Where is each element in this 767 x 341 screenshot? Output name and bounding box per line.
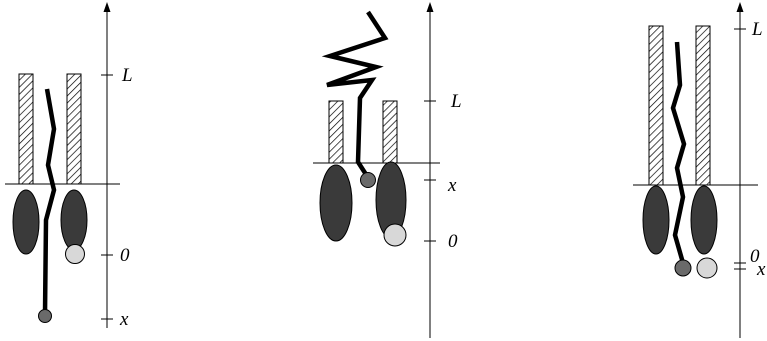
rod (670, 41, 687, 264)
ellipse-left (642, 185, 670, 255)
ellipse-right (60, 189, 88, 251)
axis-arrowhead (426, 2, 434, 12)
light-ball (383, 223, 407, 247)
label-L: L (450, 91, 462, 112)
hatched-wall-left (18, 73, 34, 185)
rod-tip-ball (360, 172, 376, 188)
label-0: 0 (750, 246, 760, 267)
label-L: L (751, 19, 763, 40)
hatched-wall-right (695, 25, 711, 186)
panel-3: L 0 x (633, 2, 766, 338)
rod-tip-ball (674, 259, 692, 277)
rod (42, 88, 57, 315)
panel-1: L 0 x (5, 2, 133, 330)
panel-2: L x 0 (313, 2, 462, 338)
label-L: L (121, 65, 133, 86)
rod-zigzag (321, 10, 389, 178)
ellipse-left (319, 164, 353, 242)
label-x: x (756, 259, 766, 280)
light-ball (696, 257, 718, 279)
hatched-wall-right (382, 100, 398, 164)
hatched-wall-left (648, 25, 664, 186)
ellipse-left (12, 189, 40, 255)
label-0: 0 (120, 245, 130, 266)
label-x: x (119, 309, 129, 330)
light-ball (65, 244, 85, 264)
label-0: 0 (448, 231, 458, 252)
axis-arrowhead (103, 2, 111, 12)
axis-arrowhead (736, 2, 744, 12)
ellipse-right (690, 185, 718, 255)
label-x: x (447, 175, 457, 196)
hatched-wall-left (328, 100, 344, 164)
hatched-wall-right (66, 73, 82, 185)
rod-tip-ball (38, 309, 52, 323)
